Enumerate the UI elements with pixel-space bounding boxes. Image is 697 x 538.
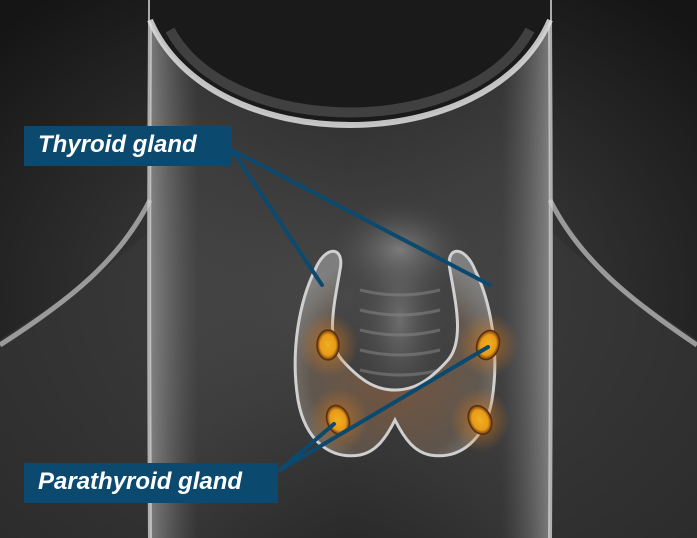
parathyroid-gland-label: Parathyroid gland: [24, 463, 278, 503]
parathyroid-upper-left: [317, 330, 339, 360]
thyroid-gland-label: Thyroid gland: [24, 126, 232, 166]
